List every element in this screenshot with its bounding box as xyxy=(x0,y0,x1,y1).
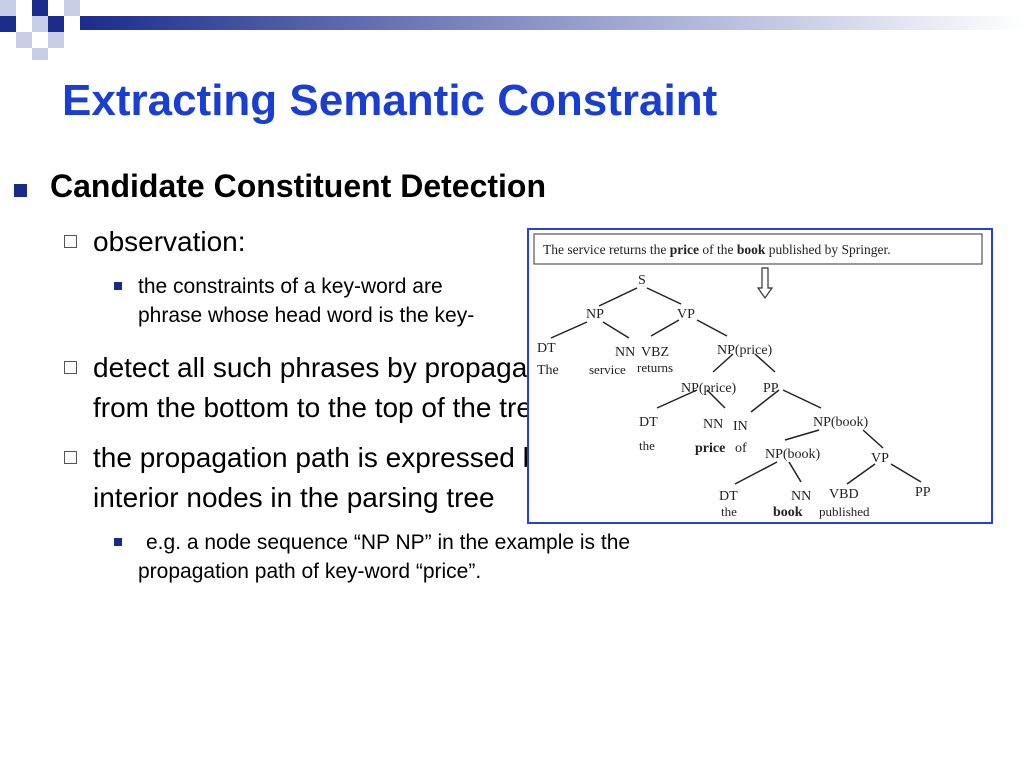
small-square-bullet-icon xyxy=(114,538,122,546)
detail-line: the constraints of a key-word are xyxy=(138,275,443,298)
node-label: NP(price) xyxy=(717,343,773,358)
word-label: published xyxy=(819,504,870,519)
node-label: DT xyxy=(719,489,738,504)
detail-line: phrase whose head word is the key- xyxy=(138,304,475,327)
sub-bullet-line: the propagation path is expressed by xyxy=(93,442,553,473)
bullet-main-text: Candidate Constituent Detection xyxy=(50,168,547,204)
word-label: the xyxy=(639,438,655,453)
hollow-square-bullet-icon xyxy=(64,361,77,374)
parse-tree-figure: The service returns the price of the boo… xyxy=(527,228,993,524)
node-label: NN xyxy=(615,345,635,360)
down-arrow-icon xyxy=(756,267,774,300)
sub-bullet-line: from the bottom to the top of the tree xyxy=(93,392,548,423)
node-label: IN xyxy=(733,419,748,434)
node-label: DT xyxy=(537,341,556,356)
node-label: NP xyxy=(586,307,604,322)
parse-tree: The service returns the price of the boo… xyxy=(533,233,983,520)
word-label: book xyxy=(773,505,803,520)
word-label: the xyxy=(721,504,737,519)
sub-bullet-line: detect all such phrases by propagating xyxy=(93,352,573,383)
node-label: VBZ xyxy=(641,345,669,360)
sub-bullet-text: observation: xyxy=(93,226,246,257)
word-label: service xyxy=(589,362,626,377)
node-label: S xyxy=(638,273,646,288)
detail-line: propagation path of key-word “price”. xyxy=(138,560,482,583)
slide-title: Extracting Semantic Constraint xyxy=(62,76,718,125)
node-label: NP(price) xyxy=(681,381,737,396)
sentence-box xyxy=(533,233,983,265)
node-label: PP xyxy=(915,485,931,500)
sentence-text: The service returns the price of the boo… xyxy=(543,242,891,257)
hollow-square-bullet-icon xyxy=(64,451,77,464)
node-label: VBD xyxy=(829,487,859,502)
node-label: VP xyxy=(677,307,695,322)
square-bullet-icon xyxy=(14,184,27,197)
node-label: VP xyxy=(871,451,889,466)
hollow-square-bullet-icon xyxy=(64,235,77,248)
small-square-bullet-icon xyxy=(114,282,122,290)
tree-edges xyxy=(550,287,922,485)
detail-line: e.g. a node sequence “NP NP” in the exam… xyxy=(146,531,631,554)
word-label: returns xyxy=(637,360,673,375)
header-decoration xyxy=(0,0,1024,60)
node-label: PP xyxy=(763,381,779,396)
node-label: NN xyxy=(791,489,811,504)
word-label: price xyxy=(695,441,725,456)
word-label: of xyxy=(735,441,747,456)
word-label: The xyxy=(537,363,559,378)
node-label: NP(book) xyxy=(813,415,869,430)
node-label: NN xyxy=(703,417,723,432)
sub-bullet-line: interior nodes in the parsing tree xyxy=(93,482,495,513)
node-label: NP(book) xyxy=(765,447,821,462)
node-label: DT xyxy=(639,415,658,430)
tree-nodes: S NP VP DT The NN service VBZ returns NP… xyxy=(537,273,931,520)
